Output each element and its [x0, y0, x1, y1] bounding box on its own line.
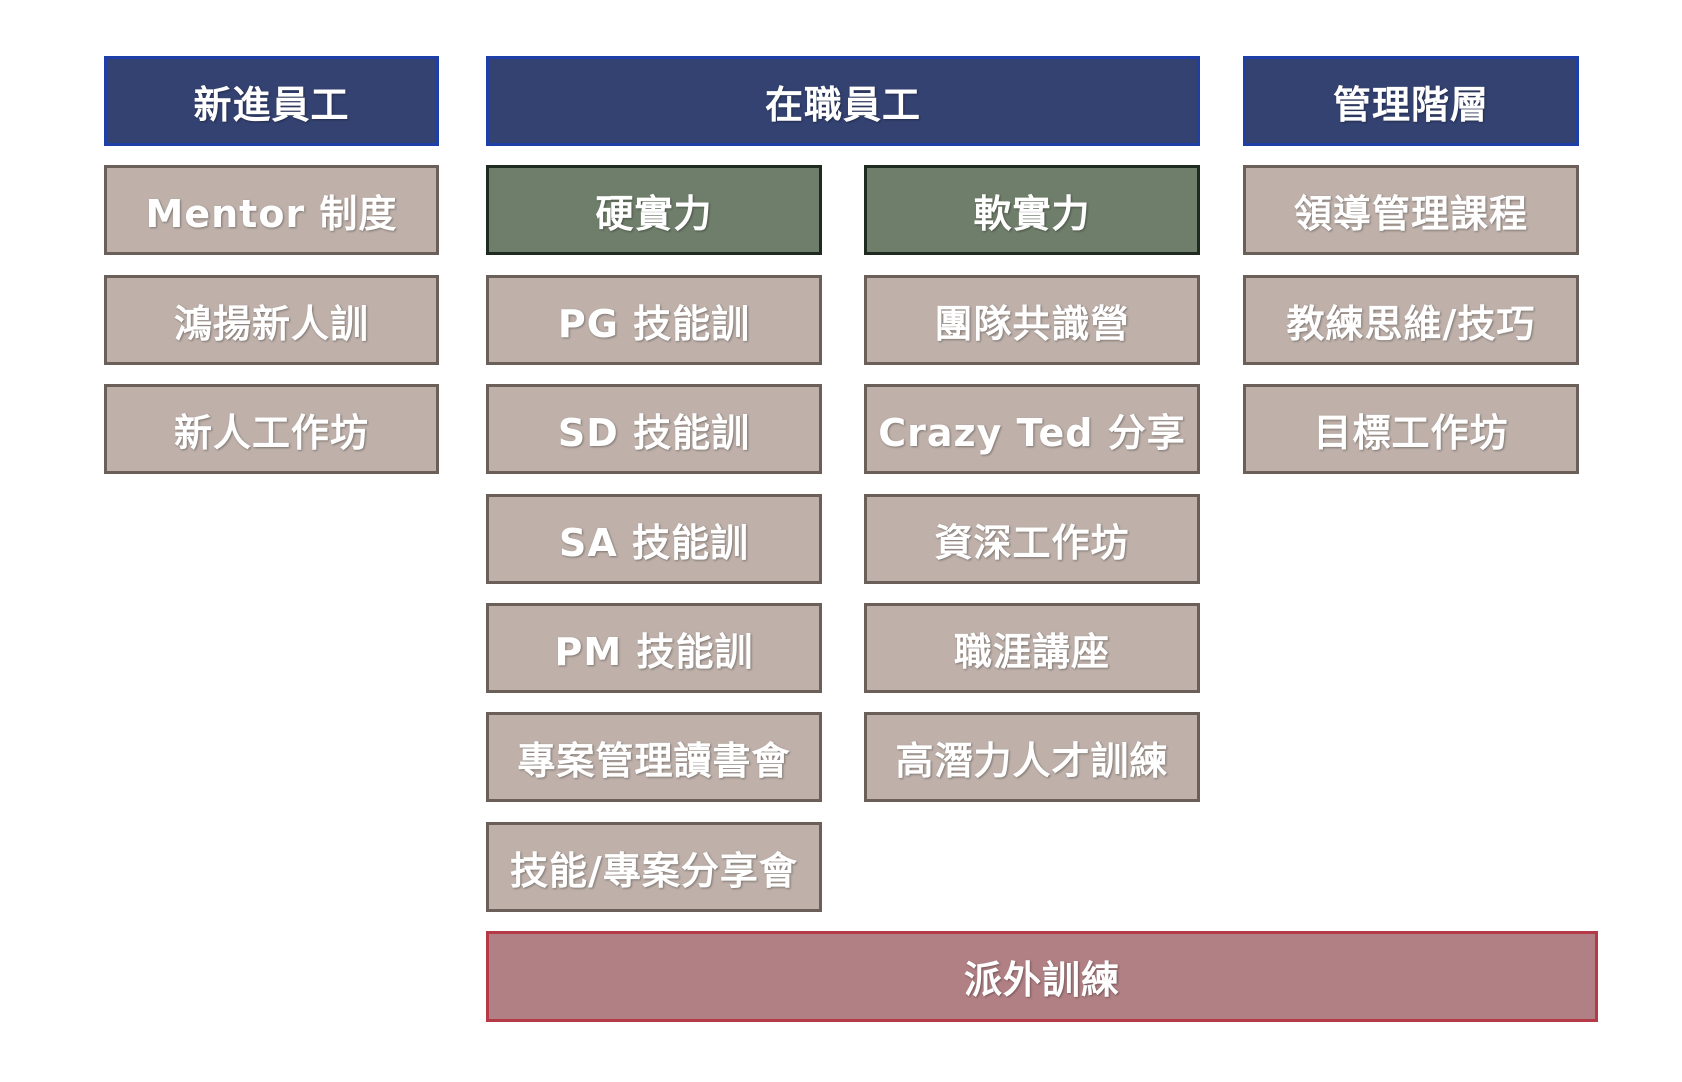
hard-skill-item: SD 技能訓: [486, 384, 822, 474]
soft-skill-item: Crazy Ted 分享: [864, 384, 1200, 474]
management-item-leadership: 領導管理課程: [1243, 165, 1579, 255]
soft-skill-item: 職涯講座: [864, 603, 1200, 693]
category-hard-skills: 硬實力: [486, 165, 822, 255]
header-new-employees: 新進員工: [104, 56, 439, 146]
hard-skill-item: PG 技能訓: [486, 275, 822, 365]
hard-skill-item: 技能/專案分享會: [486, 822, 822, 912]
soft-skill-item: 團隊共識營: [864, 275, 1200, 365]
soft-skill-item: 高潛力人才訓練: [864, 712, 1200, 802]
hard-skill-item: 專案管理讀書會: [486, 712, 822, 802]
new-employee-item-workshop: 新人工作坊: [104, 384, 439, 474]
category-soft-skills: 軟實力: [864, 165, 1200, 255]
management-item-coaching: 教練思維/技巧: [1243, 275, 1579, 365]
external-training-bar: 派外訓練: [486, 931, 1598, 1022]
hard-skill-item: SA 技能訓: [486, 494, 822, 584]
header-management: 管理階層: [1243, 56, 1579, 146]
header-current-employees: 在職員工: [486, 56, 1200, 146]
soft-skill-item: 資深工作坊: [864, 494, 1200, 584]
management-item-goal-workshop: 目標工作坊: [1243, 384, 1579, 474]
new-employee-item-mentor: Mentor 制度: [104, 165, 439, 255]
new-employee-item-orientation: 鴻揚新人訓: [104, 275, 439, 365]
hard-skill-item: PM 技能訓: [486, 603, 822, 693]
